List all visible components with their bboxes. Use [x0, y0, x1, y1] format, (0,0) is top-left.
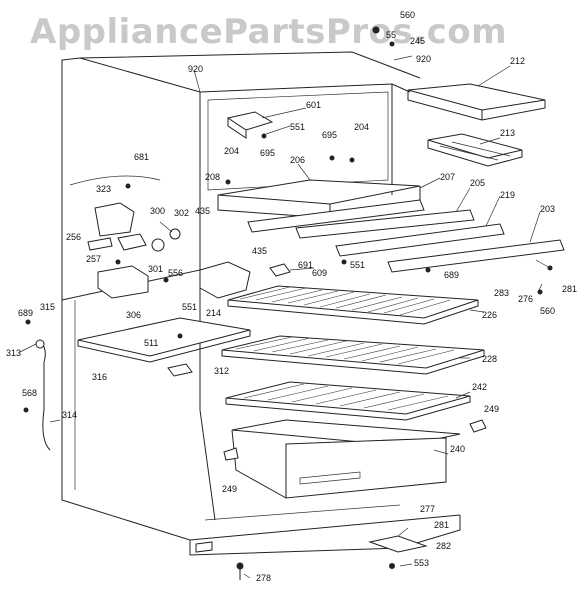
callout-204-left: 204	[224, 146, 239, 156]
callout-301: 301	[148, 264, 163, 274]
callout-695-left: 695	[260, 148, 275, 158]
shelf-rails	[247, 199, 565, 273]
callout-553: 553	[414, 558, 429, 568]
callout-314: 314	[62, 410, 77, 420]
part-228-wire-shelf	[221, 335, 485, 375]
callout-315: 315	[40, 302, 55, 312]
part-242-glass-shelf	[225, 381, 471, 421]
callout-278: 278	[256, 573, 271, 583]
part-226-wire-shelf	[227, 285, 479, 325]
part-314-tubing	[23, 319, 51, 451]
callout-219: 219	[500, 190, 515, 200]
callout-249-left: 249	[222, 484, 237, 494]
callout-277: 277	[420, 504, 435, 514]
callout-281-bottom: 281	[434, 520, 449, 530]
callout-228: 228	[482, 354, 497, 364]
part-316-plate	[77, 317, 251, 377]
callout-207: 207	[440, 172, 455, 182]
callout-282: 282	[436, 541, 451, 551]
part-214-duct	[199, 261, 291, 299]
callout-556: 556	[168, 268, 183, 278]
callout-323: 323	[96, 184, 111, 194]
callout-256: 256	[66, 232, 81, 242]
callout-306: 306	[126, 310, 141, 320]
callout-560-top: 560	[400, 10, 415, 20]
part-306-box	[97, 265, 149, 299]
callout-labels: 560 55 245 920 920 212 601 551 695 204 2…	[6, 10, 577, 583]
cabinet-body	[61, 51, 461, 556]
callout-245: 245	[410, 36, 425, 46]
part-601-bracket	[226, 111, 274, 139]
callout-249-right: 249	[484, 404, 499, 414]
callout-920-left: 920	[188, 64, 203, 74]
callout-435-mid: 435	[252, 246, 267, 256]
part-213-ice-tray	[427, 133, 523, 167]
callout-55: 55	[386, 30, 396, 40]
callout-203: 203	[540, 204, 555, 214]
callout-511: 511	[144, 338, 158, 348]
watermark-logo: AppliancePartsPros.com	[30, 12, 508, 52]
callout-695-right: 695	[322, 130, 337, 140]
callout-283: 283	[494, 288, 509, 298]
callout-226: 226	[482, 310, 497, 320]
callout-300: 300	[150, 206, 165, 216]
callout-313: 313	[6, 348, 21, 358]
callout-205: 205	[470, 178, 485, 188]
callout-551-lower: 551	[182, 302, 197, 312]
callout-312: 312	[214, 366, 229, 376]
callout-560-right: 560	[540, 306, 555, 316]
callout-213: 213	[500, 128, 515, 138]
callout-206: 206	[290, 155, 305, 165]
callout-551-mid: 551	[350, 260, 365, 270]
callout-681: 681	[134, 152, 149, 162]
callout-302: 302	[174, 208, 189, 218]
callout-551-top: 551	[290, 122, 305, 132]
part-323-control-housing	[87, 202, 181, 252]
callout-281-right: 281	[562, 284, 577, 294]
callout-257: 257	[86, 254, 101, 264]
callout-242: 242	[472, 382, 487, 392]
part-240-crisper-drawer	[231, 419, 461, 499]
part-212-freezer-shelf	[407, 83, 546, 121]
callout-276: 276	[518, 294, 533, 304]
callout-208: 208	[205, 172, 220, 182]
callout-568: 568	[22, 388, 37, 398]
screws	[115, 26, 553, 461]
callout-212: 212	[510, 56, 525, 66]
callout-204-right: 204	[354, 122, 369, 132]
callout-689-mid: 689	[444, 270, 459, 280]
callout-689-left: 689	[18, 308, 33, 318]
callout-214: 214	[206, 308, 221, 318]
callout-691: 691	[298, 260, 313, 270]
callout-435-top: 435	[195, 206, 210, 216]
callout-240: 240	[450, 444, 465, 454]
callout-609: 609	[312, 268, 327, 278]
bottom-hardware	[195, 535, 428, 580]
leader-lines	[19, 55, 551, 579]
callout-601: 601	[306, 100, 321, 110]
callout-920-right: 920	[416, 54, 431, 64]
callout-316: 316	[92, 372, 107, 382]
